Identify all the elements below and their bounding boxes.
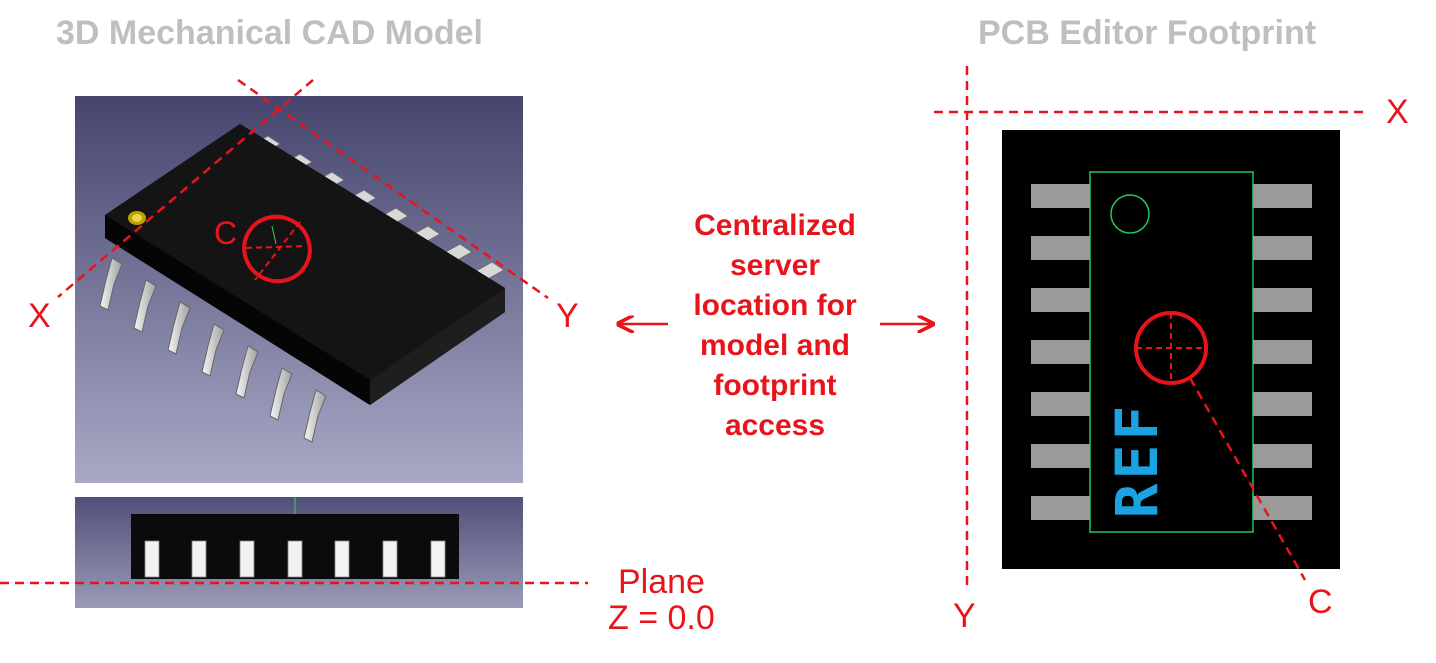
note-line: model and	[699, 329, 850, 362]
right-pads	[1253, 184, 1312, 520]
note-line: server	[729, 249, 821, 282]
side-pins	[144, 540, 446, 578]
ref-designator: REF	[1103, 402, 1171, 519]
note-line: location for	[693, 289, 857, 322]
cad-x-axis	[57, 79, 314, 298]
left-pads	[1031, 184, 1090, 520]
pcb-footprint-title: PCB Editor Footprint	[978, 14, 1317, 52]
cad-x-label: X	[28, 297, 51, 335]
pin1-circle	[1110, 194, 1150, 234]
pcb-centroid-marker	[1134, 311, 1307, 581]
centroid-leader-line	[1188, 377, 1307, 581]
cad-3d-view	[57, 78, 549, 483]
cad-side-view	[0, 497, 588, 608]
cad-y-label: Y	[556, 297, 579, 335]
plane-z-value: Z = 0.0	[608, 599, 715, 637]
centralized-server-note: Centralized server location for model an…	[660, 206, 890, 446]
note-line: access	[724, 409, 826, 442]
pcb-footprint-view: REF	[1002, 130, 1340, 581]
pcb-centroid-label: C	[1308, 583, 1333, 621]
cad-y-axis	[237, 78, 549, 300]
cad-centroid-marker	[242, 214, 312, 284]
ic-body-top	[105, 124, 505, 380]
plane-label: Plane	[618, 563, 705, 601]
pcb-x-label: X	[1386, 93, 1409, 131]
cad-model-title: 3D Mechanical CAD Model	[56, 14, 483, 52]
note-line: footprint	[713, 369, 837, 402]
pcb-y-label: Y	[953, 597, 976, 635]
front-pins	[99, 257, 327, 443]
note-line: Centralized	[694, 209, 856, 242]
cad-centroid-label: C	[214, 215, 238, 251]
